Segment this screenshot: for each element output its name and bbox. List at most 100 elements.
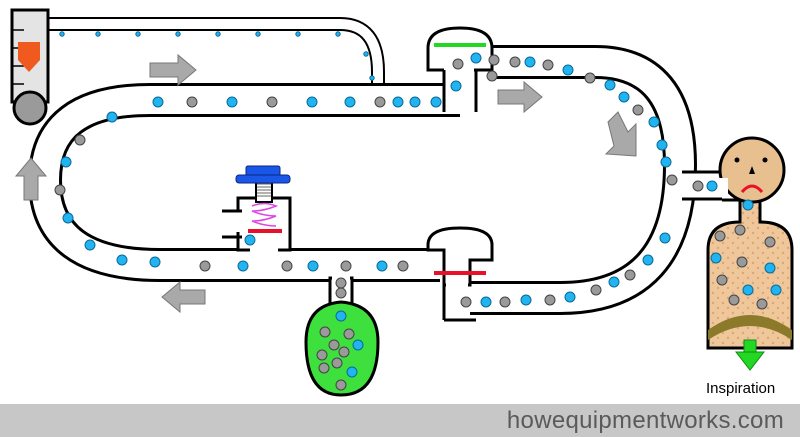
oxygen-bubble: [470, 52, 482, 64]
oxygen-bubble: [660, 156, 672, 168]
gas-bubbles: [54, 31, 782, 391]
oxygen-bubble: [116, 254, 128, 266]
oxygen-bubble: [706, 180, 718, 192]
gas-bubble: [316, 349, 328, 361]
gas-bubble: [542, 59, 554, 71]
oxygen-bubble: [363, 51, 369, 57]
patient-figure: [706, 136, 794, 371]
oxygen-bubble: [226, 96, 238, 108]
gas-bubble: [452, 58, 464, 70]
gas-bubble: [340, 260, 352, 272]
apl-spring-top: [257, 183, 271, 197]
gas-bubble: [374, 96, 386, 108]
knob-icon: [235, 165, 291, 184]
gas-bubble: [734, 224, 746, 236]
oxygen-bubble: [520, 294, 532, 306]
oxygen-bubble: [430, 96, 442, 108]
gas-bubble: [736, 256, 748, 268]
gas-bubble: [335, 277, 347, 289]
oxygen-bubble: [237, 260, 249, 272]
oxygen-bubble: [335, 310, 347, 322]
gas-bubble: [318, 362, 330, 374]
oxygen-bubble: [352, 339, 364, 351]
gas-bubble: [54, 184, 66, 196]
fresh-gas-pipe: [44, 17, 385, 92]
breathing-circuit-tube: [27, 45, 722, 315]
footer-bar: howequipmentworks.com: [0, 404, 800, 437]
oxygen-bubble: [346, 366, 358, 378]
gas-bubble: [666, 174, 678, 186]
gas-bubble: [499, 296, 511, 308]
oxygen-bubble: [710, 252, 722, 264]
oxygen-bubble: [344, 96, 356, 108]
oxygen-bubble: [608, 276, 620, 288]
expiratory-valve: [426, 226, 494, 322]
exhaust-arrow-icon: [734, 339, 766, 371]
oxygen-bubble: [135, 31, 141, 37]
oxygen-bubble: [656, 139, 668, 151]
gas-bubble: [714, 230, 726, 242]
oxygen-bubble: [742, 284, 754, 296]
oxygen-bubble: [175, 31, 181, 37]
oxygen-bubble: [618, 91, 630, 103]
oxygen-bubble: [409, 96, 421, 108]
gas-bubble: [331, 357, 343, 369]
flowmeter-icon: [10, 8, 50, 126]
site-credit: howequipmentworks.com: [506, 407, 784, 434]
oxygen-bubble: [295, 31, 301, 37]
oxygen-bubble: [255, 31, 261, 37]
gas-bubble: [624, 269, 636, 281]
oxygen-bubble: [215, 31, 221, 37]
spring-icon: [251, 202, 278, 227]
gas-bubble: [486, 70, 498, 82]
oxygen-bubble: [742, 199, 754, 211]
gas-bubble: [397, 260, 409, 272]
oxygen-bubble: [604, 79, 616, 91]
oxygen-bubble: [62, 212, 74, 224]
oxygen-bubble: [149, 256, 161, 268]
gas-bubble: [460, 296, 472, 308]
gas-bubble: [266, 96, 278, 108]
oxygen-bubble: [60, 156, 72, 168]
gas-bubble: [281, 260, 293, 272]
flow-arrow-icon: [14, 53, 637, 314]
gas-bubble: [343, 328, 355, 340]
gas-bubble: [632, 104, 644, 116]
oxygen-bubble: [480, 296, 492, 308]
gas-bubble: [186, 96, 198, 108]
gas-bubble: [199, 260, 211, 272]
gas-bubble: [335, 379, 347, 391]
oxygen-bubble: [307, 260, 319, 272]
inspiration-label: Inspiration: [706, 380, 776, 397]
oxygen-bubble: [306, 96, 318, 108]
oxygen-bubble: [659, 232, 671, 244]
oxygen-bubble: [106, 111, 118, 123]
gas-bubble: [728, 294, 740, 306]
gas-bubble: [328, 339, 340, 351]
gas-bubble: [584, 72, 596, 84]
patient-face-icon: [708, 136, 786, 204]
gas-bubble: [590, 284, 602, 296]
gas-bubble: [74, 134, 86, 146]
gas-bubble: [544, 294, 556, 306]
diaphragm: [708, 315, 792, 340]
gas-bubble: [756, 298, 768, 310]
oxygen-bubble: [764, 262, 776, 274]
oxygen-bubble: [244, 234, 256, 246]
oxygen-bubble: [59, 31, 65, 37]
oxygen-bubble: [335, 31, 341, 37]
gas-bubble: [338, 346, 350, 358]
oxygen-bubble: [376, 260, 388, 272]
apl-valve: [222, 165, 292, 254]
oxygen-bubble: [369, 75, 375, 81]
gas-bubble: [509, 56, 521, 68]
oxygen-bubble: [524, 56, 536, 68]
gas-bubble: [692, 180, 704, 192]
oxygen-bubble: [562, 64, 574, 76]
oxygen-bubble: [152, 96, 164, 108]
gas-bubble: [764, 236, 776, 248]
oxygen-bubble: [564, 291, 576, 303]
gas-bubble: [319, 326, 331, 338]
